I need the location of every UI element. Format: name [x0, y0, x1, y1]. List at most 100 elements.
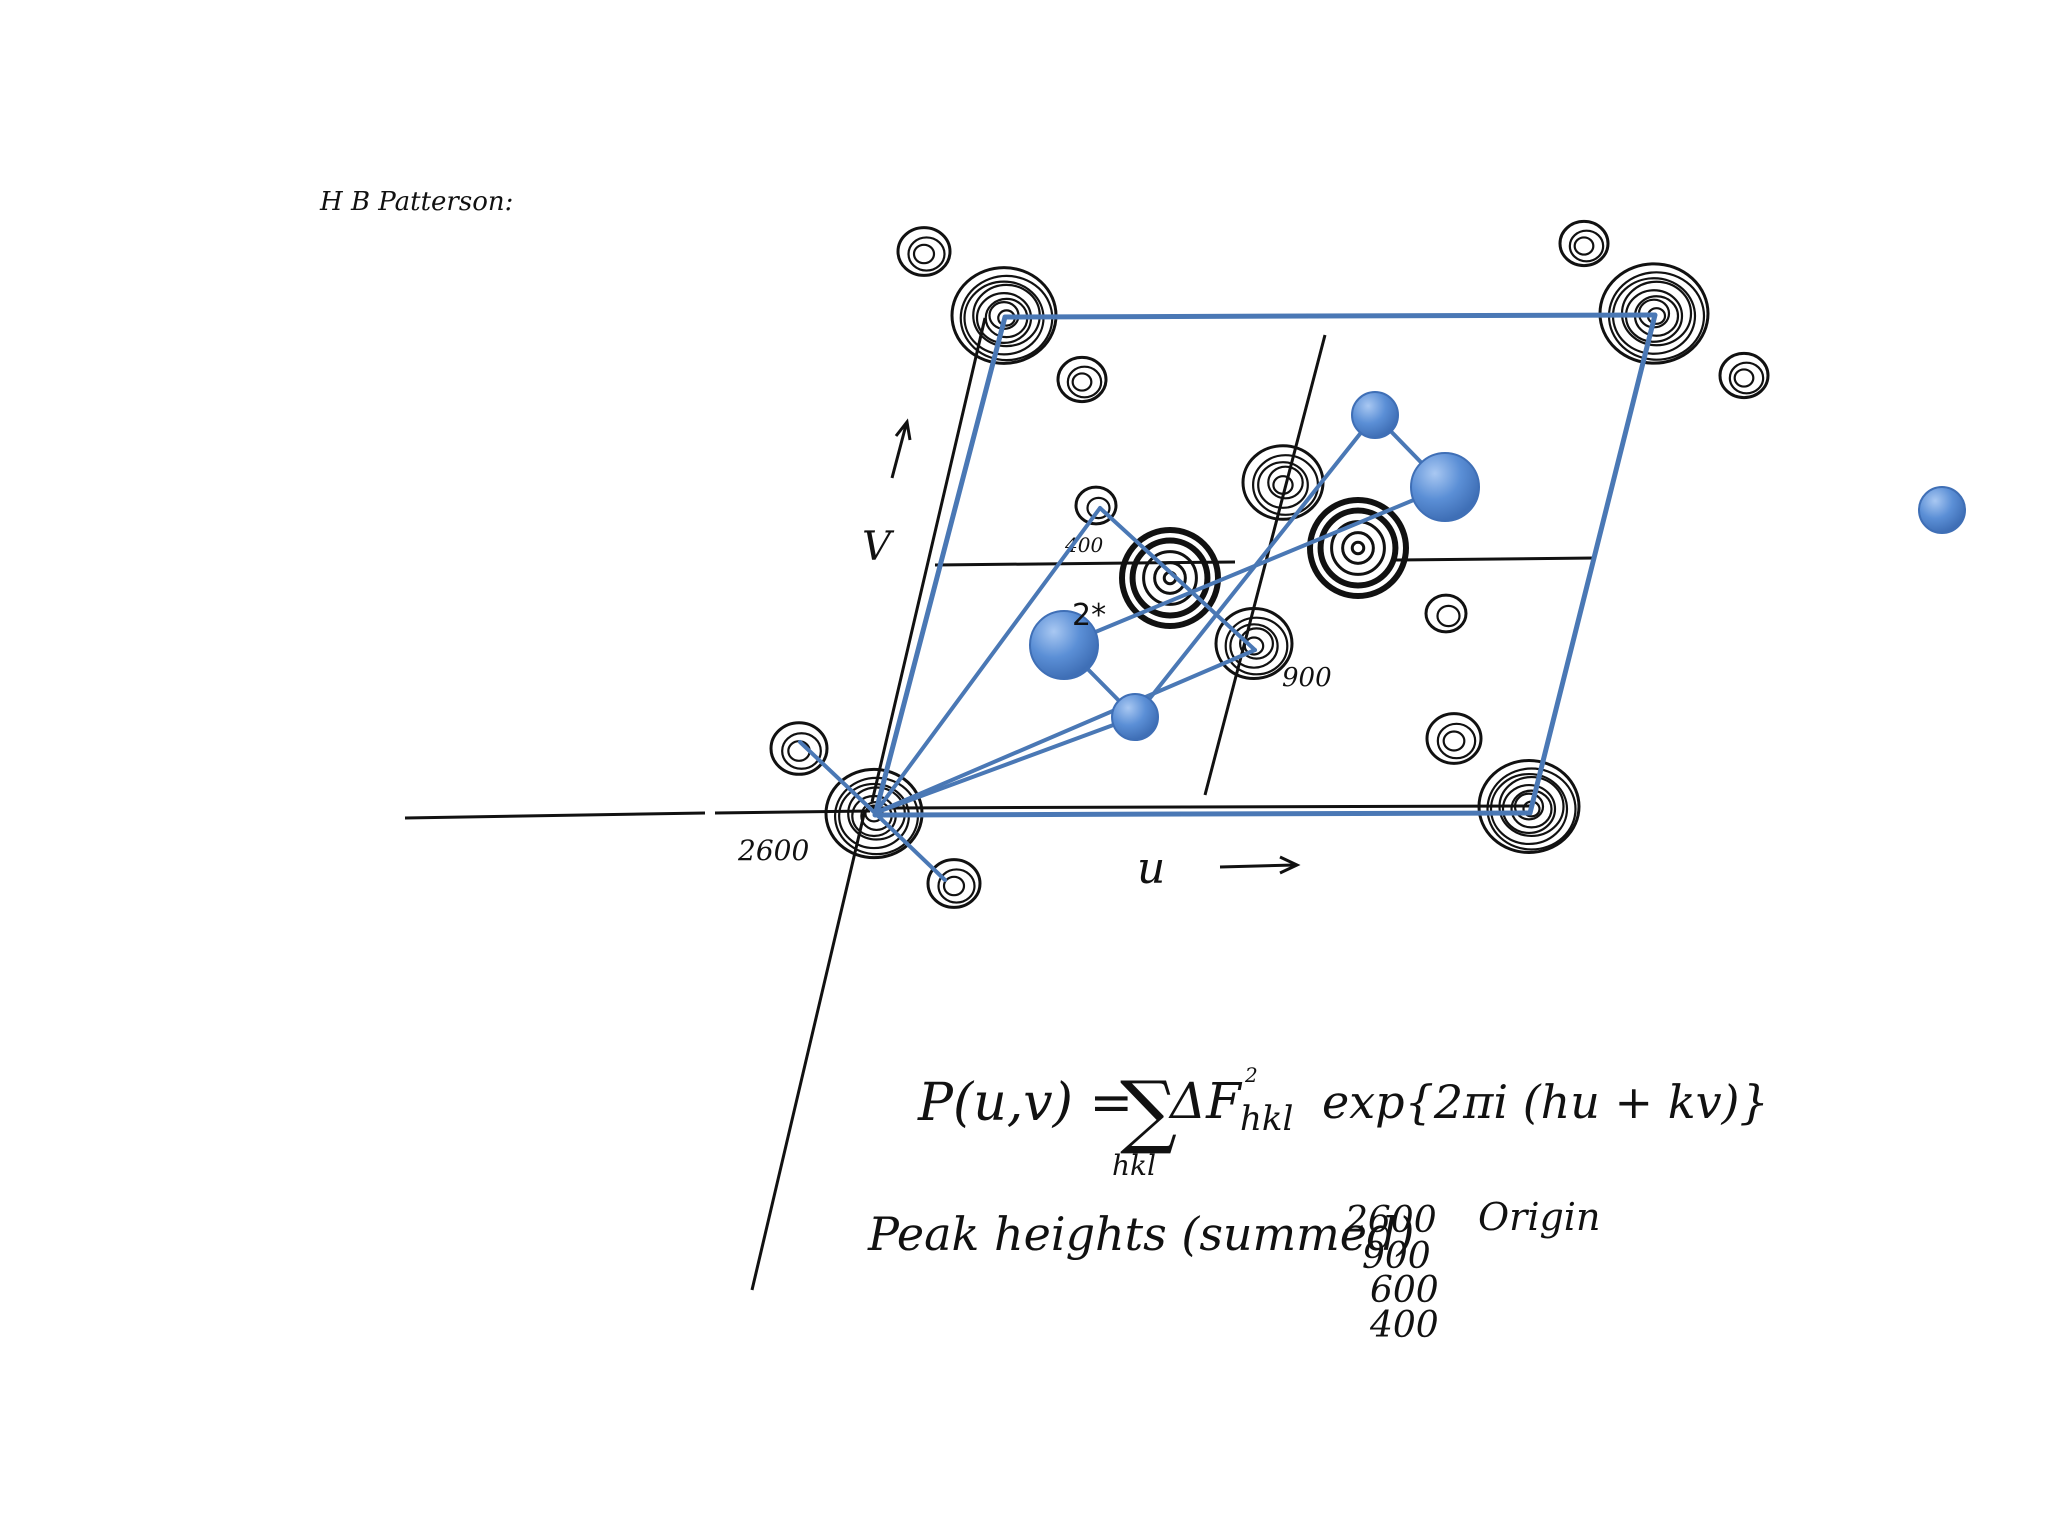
contour-ring [1442, 730, 1466, 752]
atom-small-bottom [1111, 693, 1159, 741]
contour-ring [1341, 531, 1375, 565]
atom-outside [1918, 486, 1966, 534]
page-title: H B Patterson: [319, 187, 513, 217]
contour-ring [912, 243, 936, 265]
small-peak [1718, 351, 1770, 400]
contour-ring [1317, 507, 1399, 589]
contour-ring [1224, 616, 1289, 676]
small-peak [1558, 219, 1610, 268]
contour-ring [1489, 772, 1569, 846]
contour-ring [1501, 783, 1557, 835]
u-axis-line [404, 811, 706, 820]
contour-ring [1436, 722, 1477, 760]
v-axis-label: V [862, 524, 895, 570]
legend-value: 2600 [1344, 1200, 1437, 1241]
contour-ring [1243, 636, 1265, 656]
contour-ring [1568, 229, 1605, 263]
small-peak [1424, 593, 1468, 634]
contour-ring [1728, 361, 1765, 395]
contour-ring [1733, 368, 1755, 388]
mid-horizontal-line [934, 560, 1236, 567]
u-arrow-icon [1219, 863, 1296, 869]
mid-horizontal-line-2 [1394, 556, 1596, 562]
contour-ring [1066, 365, 1103, 399]
small-peak [769, 721, 829, 776]
peak-heights-legend: Peak heights (summed) 2600 900 600 400 O… [867, 1195, 1600, 1346]
contour-ring [937, 868, 976, 904]
contour-ring [1074, 485, 1118, 526]
cell-left-edge-drawn [870, 317, 987, 803]
formula-sum-symbol: ∑ [1120, 1064, 1177, 1157]
medium-peak [1241, 444, 1325, 521]
atom-large-left [1029, 610, 1099, 680]
contour-ring [1229, 623, 1279, 669]
contour-ring [1424, 593, 1468, 634]
atom-small-top [1351, 391, 1399, 439]
contour-ring [1071, 372, 1093, 392]
cell-bottom-edge-drawn [871, 804, 1531, 810]
vector-lines [798, 413, 1447, 882]
origin-peak-label: 2600 [737, 834, 809, 867]
atom-large-right [1410, 452, 1480, 522]
contour-ring [1350, 540, 1366, 556]
unit-cell-outline [872, 312, 1658, 818]
legend-value: 600 [1370, 1270, 1439, 1311]
contour-ring [907, 236, 946, 272]
peak-400-label: 400 [1064, 533, 1103, 557]
contour-ring [1436, 604, 1461, 628]
peak-900-label: 900 [1282, 663, 1332, 693]
small-peak [1074, 485, 1118, 526]
highlighted-peak [1307, 497, 1409, 599]
formula-term: ΔF [1168, 1072, 1243, 1130]
axes [404, 317, 1596, 1291]
small-peak [896, 226, 952, 277]
axis-arrows [890, 418, 1301, 875]
contour-ring [1510, 789, 1553, 829]
legend-heading: Peak heights (summed) [867, 1207, 1414, 1261]
legend-value: 900 [1362, 1236, 1431, 1277]
contour-ring [942, 875, 966, 897]
medium-peak [1214, 607, 1294, 680]
contour-ring [1129, 537, 1211, 619]
contour-ring [1573, 236, 1595, 256]
formula-term-subscript: hkl [1240, 1099, 1293, 1139]
contour-ring [1267, 465, 1304, 500]
origin-diagonal-axis [750, 809, 867, 1291]
contour-ring [1142, 550, 1198, 606]
contour-ring [769, 721, 829, 776]
contour-ring [1272, 475, 1294, 495]
contour-ring [1486, 767, 1577, 851]
small-peak [1056, 355, 1108, 404]
contour-ring [1214, 607, 1294, 680]
contour-ring [1238, 627, 1274, 660]
contour-ring [1718, 351, 1770, 400]
u-axis-label: u [1137, 843, 1165, 894]
peak-annotation: 2* [1072, 598, 1106, 633]
contour-ring [1056, 355, 1108, 404]
contour-ring [1558, 219, 1610, 268]
contour-ring [1425, 712, 1483, 765]
contour-ring [1153, 561, 1187, 595]
contour-peaks [769, 219, 1770, 909]
contour-ring [1086, 496, 1111, 520]
contour-ring [787, 740, 811, 762]
legend-origin-note: Origin [1478, 1195, 1600, 1239]
contour-ring [1257, 461, 1309, 509]
highlighted-peak [1119, 527, 1221, 629]
formula-term-superscript: 2 [1244, 1063, 1258, 1087]
patterson-formula: P(u,v) = ∑ hkl ΔF 2 hkl exp{2πi (hu + kv… [917, 1063, 1769, 1182]
formula-lhs: P(u,v) = [917, 1073, 1133, 1133]
small-peak [1425, 712, 1483, 765]
formula-exponent: exp{2πi (hu + kv)} [1322, 1075, 1769, 1129]
contour-ring [1477, 759, 1581, 854]
mid-vertical-line [1203, 334, 1327, 796]
contour-ring [1498, 775, 1565, 838]
contour-ring [781, 732, 822, 770]
small-peak [926, 858, 982, 909]
contour-ring [1119, 527, 1221, 629]
v-arrow-icon [890, 424, 908, 479]
contour-ring [896, 226, 952, 277]
contour-ring [1307, 497, 1409, 599]
legend-value: 400 [1369, 1305, 1439, 1346]
